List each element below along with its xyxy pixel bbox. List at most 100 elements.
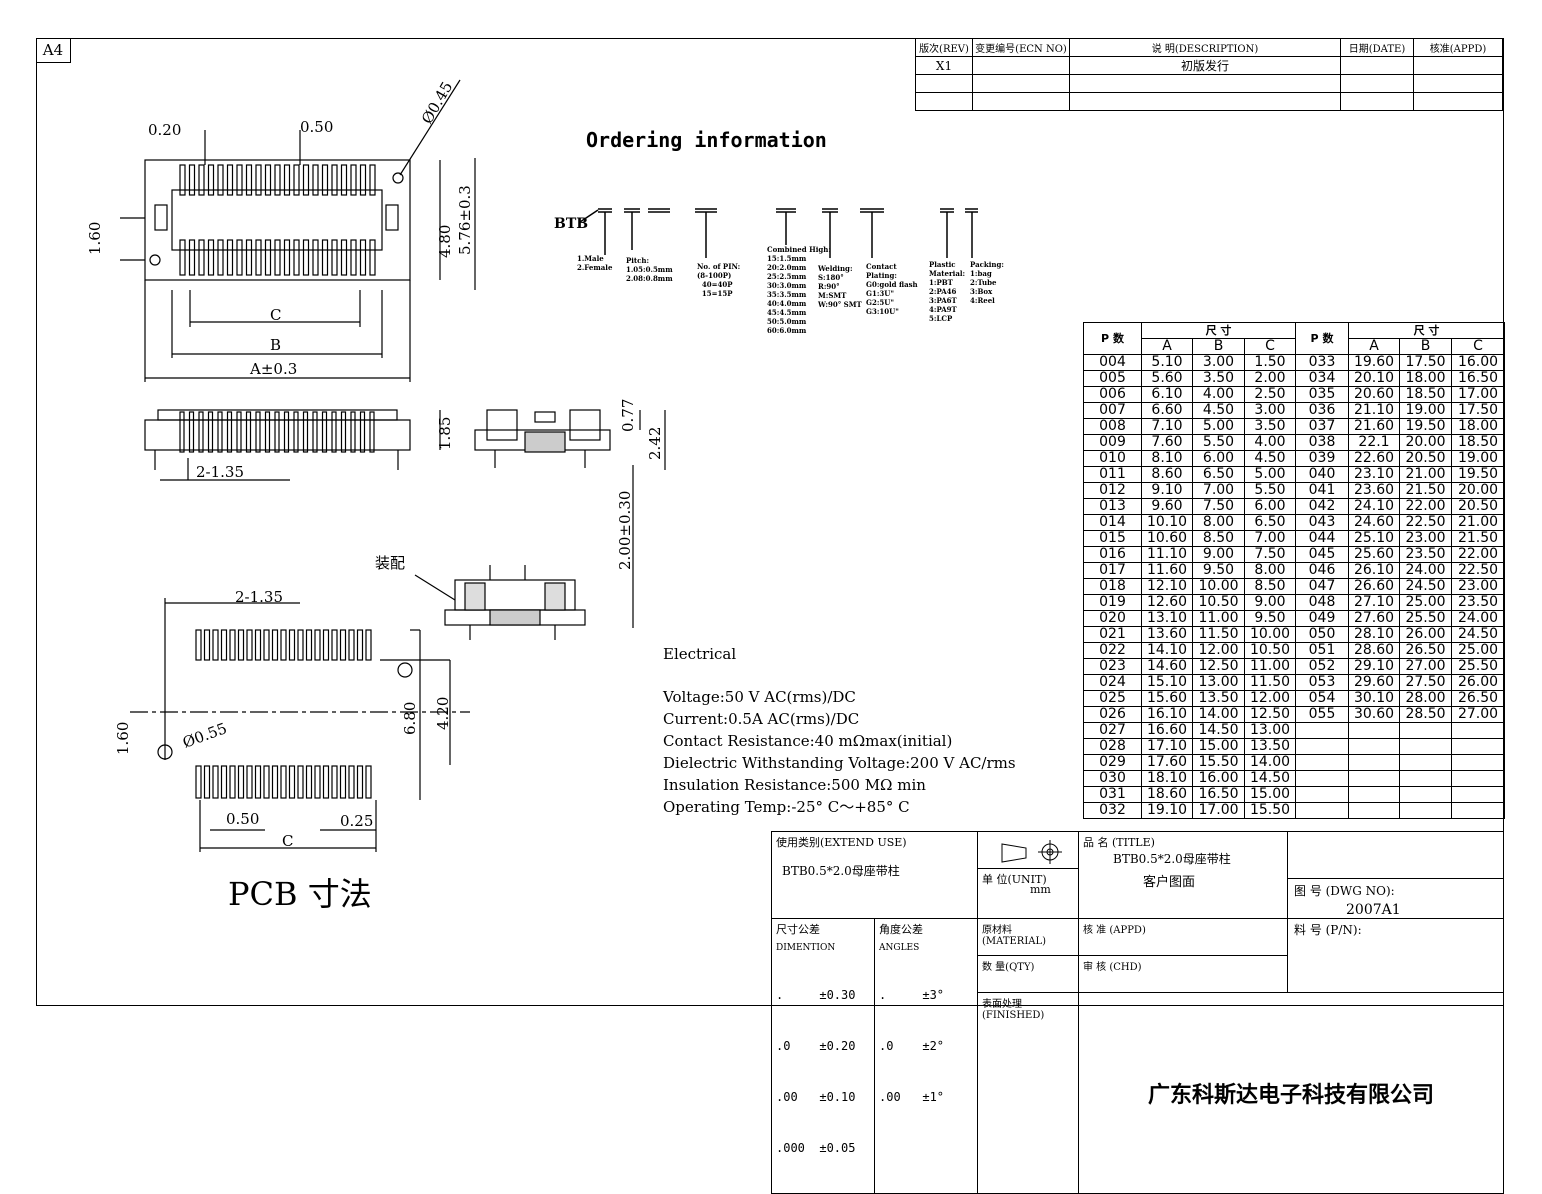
- dimension-cell: 23.00: [1399, 530, 1452, 547]
- dwg-label: 图 号 (DWG NO):: [1294, 884, 1395, 898]
- dimension-cell: 5.10: [1141, 354, 1193, 371]
- dimension-cell: 032: [1083, 802, 1142, 819]
- tolerance-sub: DIMENTION: [776, 943, 836, 953]
- dimension-cell: [1399, 738, 1452, 755]
- electrical-block: Electrical Voltage:50 V AC(rms)/DC Curre…: [663, 643, 1016, 818]
- dimension-cell: 027: [1083, 722, 1142, 739]
- dimension-cell: 6.00: [1244, 498, 1296, 515]
- dimension-cell: 12.10: [1141, 578, 1193, 595]
- top-pin-row-lower: [179, 239, 376, 276]
- dimension-cell: 022: [1083, 642, 1142, 659]
- order-field-height: Combined High: 15:1.5mm 20:2.0mm 25:2.5m…: [767, 245, 831, 335]
- dimension-cell: 15.00: [1192, 738, 1245, 755]
- dim-top-hole: Ø0.45: [418, 78, 456, 127]
- title-block: 使用类别(EXTEND USE) BTB0.5*2.0母座带柱 单 位(UNIT…: [771, 831, 1504, 1194]
- pin: [322, 629, 330, 661]
- dimension-cell: 051: [1295, 642, 1349, 659]
- pin: [246, 629, 253, 661]
- dimension-cell: 5.00: [1244, 466, 1296, 483]
- pin: [229, 765, 236, 799]
- angle-row: .0 ±2°: [879, 1039, 945, 1053]
- dim-pcb-050: 0.50: [226, 810, 259, 828]
- dimension-cell: [1451, 770, 1505, 787]
- dim-top-020: 0.20: [148, 121, 181, 139]
- pin: [179, 239, 186, 276]
- pin: [220, 765, 228, 799]
- dimension-cell: 008: [1083, 418, 1142, 435]
- appd-header: 核准(APPD): [1413, 38, 1503, 57]
- pin: [179, 411, 185, 453]
- electrical-title: Electrical: [663, 645, 737, 663]
- dimension-cell: 21.50: [1399, 482, 1452, 499]
- date-cell: [1340, 74, 1414, 93]
- dimension-cell: 11.50: [1244, 674, 1296, 691]
- dimension-cell: 13.50: [1192, 690, 1245, 707]
- pin: [203, 629, 211, 661]
- dimension-cell: 048: [1295, 594, 1349, 611]
- pin: [217, 239, 224, 276]
- col-c-header: C: [1244, 338, 1296, 355]
- dimension-cell: 23.50: [1451, 594, 1505, 611]
- pin: [263, 629, 270, 661]
- dimension-cell: 28.50: [1399, 706, 1452, 723]
- pin: [255, 239, 262, 276]
- pin: [195, 629, 202, 661]
- dimension-cell: 3.00: [1192, 354, 1245, 371]
- pin: [280, 765, 287, 799]
- dimension-cell: 049: [1295, 610, 1349, 627]
- dimension-cell: 016: [1083, 546, 1142, 563]
- dimension-cell: 9.60: [1141, 498, 1193, 515]
- dim-top-050: 0.50: [300, 118, 333, 136]
- pin: [314, 765, 321, 799]
- dimension-cell: 026: [1083, 706, 1142, 723]
- description-cell: [1069, 92, 1341, 111]
- pin: [356, 765, 364, 799]
- pin: [302, 164, 310, 196]
- dimension-cell: 6.10: [1141, 386, 1193, 403]
- pin: [195, 765, 202, 799]
- pin: [314, 629, 321, 661]
- dimension-cell: 034: [1295, 370, 1349, 387]
- pin: [274, 239, 281, 276]
- col-a-header: A: [1141, 338, 1193, 355]
- p-count-header: P 数: [1083, 322, 1142, 355]
- dim-pcb-025: 0.25: [340, 812, 373, 830]
- dimension-cell: 7.00: [1192, 482, 1245, 499]
- dimension-cell: 4.50: [1192, 402, 1245, 419]
- pin: [255, 164, 262, 196]
- dimension-cell: 27.50: [1399, 674, 1452, 691]
- dimension-cell: [1348, 738, 1400, 755]
- dimension-cell: 12.60: [1141, 594, 1193, 611]
- dimension-cell: 15.00: [1244, 786, 1296, 803]
- dimension-cell: [1295, 738, 1349, 755]
- dimension-cell: 8.50: [1244, 578, 1296, 595]
- dimension-cell: 4.00: [1244, 434, 1296, 451]
- dimension-cell: 16.60: [1141, 722, 1193, 739]
- dwg-cell: 图 号 (DWG NO): 2007A1: [1287, 831, 1504, 919]
- order-field-pins: No. of PIN: (8-100P) 40=40P 15=15P: [697, 262, 741, 298]
- electrical-resistance: Contact Resistance:40 mΩmax(initial): [663, 732, 953, 750]
- pin: [331, 629, 338, 661]
- dimension-cell: 024: [1083, 674, 1142, 691]
- dimension-cell: 18.60: [1141, 786, 1193, 803]
- dimension-cell: 15.50: [1192, 754, 1245, 771]
- section-view: [439, 409, 666, 470]
- order-field-material: Plastic Material: 1:PBT 2:PA46 3:PA6T 4:…: [929, 260, 966, 323]
- electrical-insulation: Insulation Resistance:500 MΩ min: [663, 776, 926, 794]
- angle-row: .00 ±1°: [879, 1090, 945, 1104]
- dimension-cell: 26.00: [1399, 626, 1452, 643]
- pin: [188, 164, 196, 196]
- dimension-cell: 30.10: [1348, 690, 1400, 707]
- dimension-cell: 025: [1083, 690, 1142, 707]
- dimension-cell: 9.00: [1244, 594, 1296, 611]
- dimension-cell: 10.00: [1244, 626, 1296, 643]
- dimension-cell: 14.10: [1141, 642, 1193, 659]
- pin: [188, 239, 196, 276]
- dimension-cell: 18.10: [1141, 770, 1193, 787]
- dimension-cell: 26.50: [1451, 690, 1505, 707]
